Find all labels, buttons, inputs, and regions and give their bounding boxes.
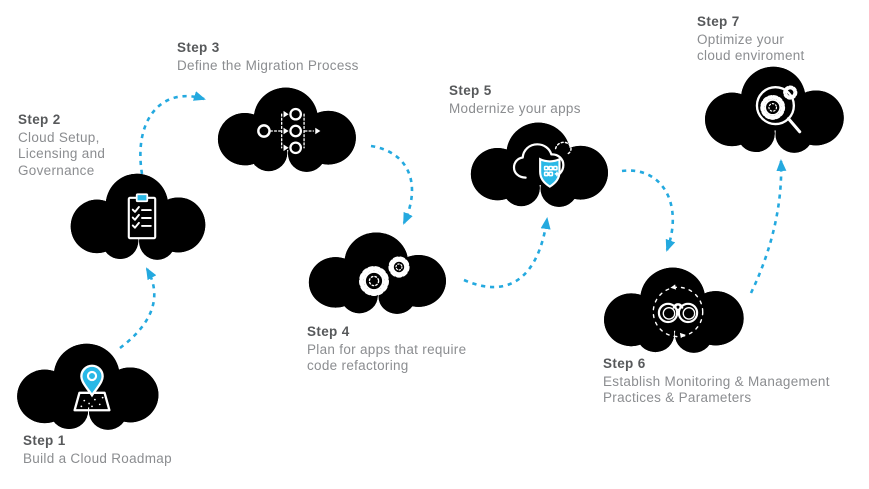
arrow-step1-to-step2 [119, 267, 157, 350]
step-6-cloud [595, 264, 761, 355]
arrow-step3-to-step4 [370, 144, 414, 225]
checklist-clipboard-icon [127, 193, 157, 240]
migration-flow-icon [257, 107, 321, 154]
step-1-label: Step 1 [23, 433, 66, 448]
step-5-description: Modernize your apps [449, 100, 581, 116]
arrow-step2-to-step3 [139, 91, 206, 175]
step-7-text: Step 7 Optimize your cloud enviroment [697, 14, 809, 65]
step-2-label: Step 2 [18, 112, 61, 127]
step-1-cloud [8, 340, 176, 432]
step-4-description: Plan for apps that require code refactor… [307, 341, 467, 374]
arrow-step5-to-step6 [621, 169, 676, 252]
step-3-cloud [209, 84, 373, 174]
step-7-label: Step 7 [697, 14, 740, 29]
step-4-label: Step 4 [307, 324, 350, 339]
step-2-cloud [62, 170, 222, 262]
gears-icon [358, 256, 410, 297]
step-6-label: Step 6 [603, 356, 646, 371]
step-7-description: Optimize your cloud enviroment [697, 31, 805, 64]
step-3-text: Step 3 Define the Migration Process [177, 40, 407, 74]
step-4-cloud [300, 229, 463, 316]
arrow-step6-to-step7 [749, 159, 787, 294]
step-6-text: Step 6 Establish Monitoring & Management… [603, 356, 853, 407]
step-6-description: Establish Monitoring & Management Practi… [603, 373, 830, 406]
step-5-label: Step 5 [449, 83, 492, 98]
binoculars-monitoring-icon [652, 284, 704, 339]
map-roadmap-icon [73, 364, 111, 412]
step-2-description: Cloud Setup, Licensing and Governance [18, 129, 106, 178]
step-1-text: Step 1 Build a Cloud Roadmap [23, 433, 233, 467]
step-7-cloud [696, 63, 861, 155]
step-2-text: Step 2 Cloud Setup, Licensing and Govern… [18, 112, 118, 180]
step-3-description: Define the Migration Process [177, 57, 359, 73]
magnifier-gear-icon [755, 85, 801, 134]
step-3-label: Step 3 [177, 40, 220, 55]
arrow-step4-to-step5 [463, 217, 551, 289]
shield-cloud-icon [512, 141, 572, 188]
step-1-description: Build a Cloud Roadmap [23, 450, 172, 466]
step-4-text: Step 4 Plan for apps that require code r… [307, 324, 482, 375]
step-5-cloud [462, 119, 625, 209]
step-5-text: Step 5 Modernize your apps [449, 83, 659, 117]
